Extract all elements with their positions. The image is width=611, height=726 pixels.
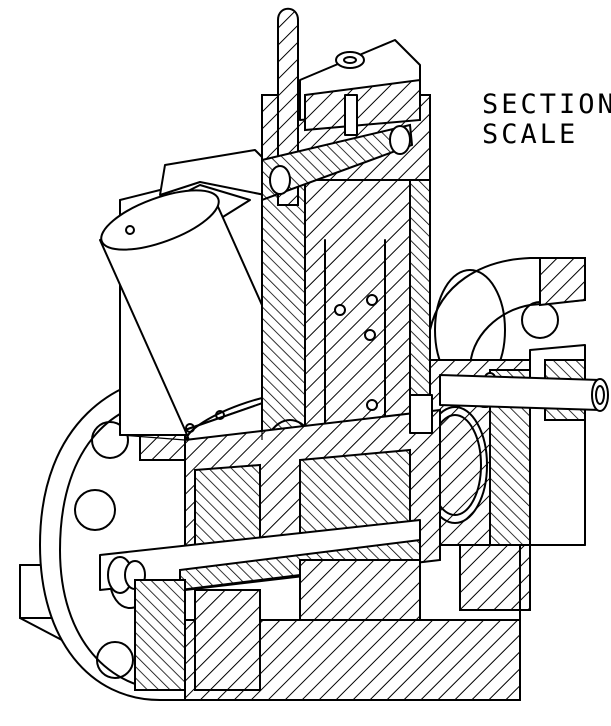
section-label: SECTION [482, 89, 611, 120]
lower-bearing-blocks [134, 544, 531, 691]
outline-details [19, 95, 586, 621]
top-cap [299, 39, 421, 136]
right-shaft [439, 374, 609, 412]
scale-label: SCALE [482, 119, 578, 150]
